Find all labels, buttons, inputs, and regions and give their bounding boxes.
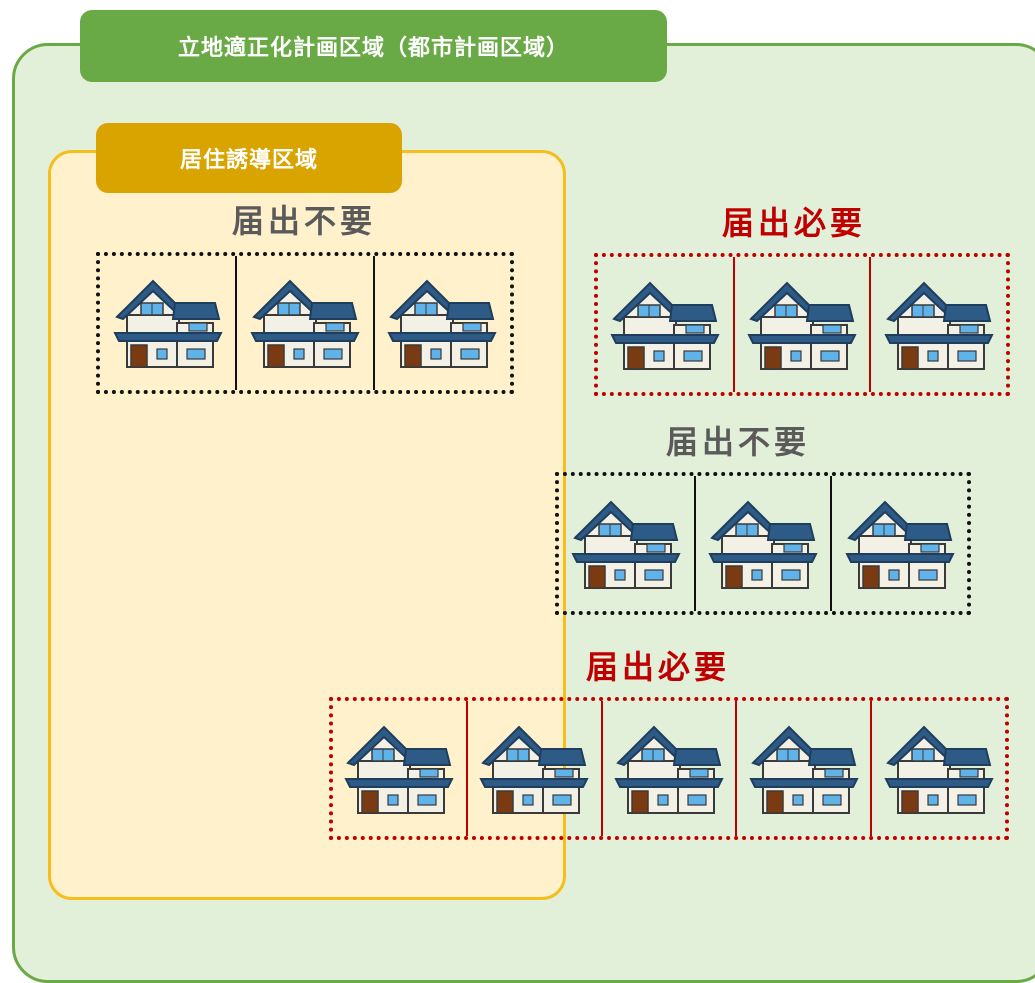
house-icon — [610, 275, 720, 375]
house-cell — [372, 256, 510, 390]
house-cell — [735, 701, 870, 836]
house-cell — [598, 257, 733, 392]
inner-zone-label: 居住誘導区域 — [96, 123, 402, 193]
house-group-3 — [555, 472, 971, 615]
status-label-group-2: 届出必要 — [722, 204, 867, 242]
house-group-2 — [594, 253, 1010, 396]
house-icon — [884, 275, 994, 375]
house-icon — [884, 719, 994, 819]
outer-zone-label: 立地適正化計画区域（都市計画区域） — [80, 10, 667, 82]
inner-zone — [48, 150, 566, 900]
house-icon — [344, 719, 454, 819]
house-cell — [559, 476, 694, 611]
house-cell — [830, 476, 967, 611]
house-cell — [600, 701, 736, 836]
house-cell — [870, 701, 1005, 836]
house-cell — [235, 256, 372, 390]
house-icon — [747, 275, 857, 375]
status-label-group-4: 届出必要 — [586, 648, 731, 686]
status-label-group-3: 届出不要 — [666, 423, 811, 461]
house-icon — [845, 494, 955, 594]
house-cell — [869, 257, 1006, 392]
house-icon — [749, 719, 859, 819]
house-group-4 — [329, 697, 1009, 840]
house-icon — [708, 494, 818, 594]
house-icon — [571, 494, 681, 594]
house-cell — [732, 257, 870, 392]
house-icon — [387, 273, 497, 373]
house-icon — [614, 719, 724, 819]
house-cell — [693, 476, 831, 611]
house-cell — [465, 701, 601, 836]
house-icon — [113, 273, 223, 373]
house-icon — [479, 719, 589, 819]
house-cell — [100, 256, 235, 390]
house-cell — [333, 701, 466, 836]
status-label-group-1: 届出不要 — [232, 202, 377, 240]
house-icon — [250, 273, 360, 373]
house-group-1 — [96, 252, 514, 394]
